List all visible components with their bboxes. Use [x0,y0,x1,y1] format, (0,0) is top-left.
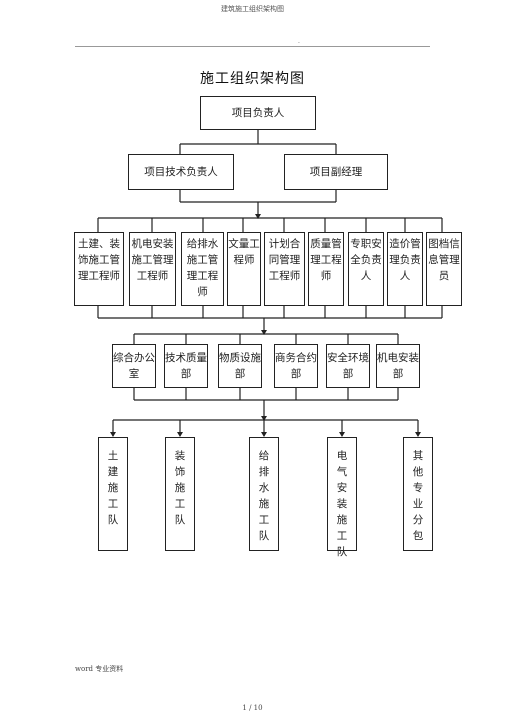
engineer-box: 专职安全负责人 [348,232,384,306]
department-label: 安全环境部 [327,352,369,380]
engineer-label: 计划合同管理工程师 [268,238,301,282]
header-rule [75,46,430,47]
team-box: 装饰施工队 [165,437,195,551]
department-label: 机电安装部 [377,352,419,380]
project-manager-box: 项目负责人 [200,96,316,130]
department-box: 机电安装部 [376,344,420,388]
department-label: 商务合约部 [275,352,317,380]
tech-lead-box: 项目技术负责人 [128,154,234,190]
engineer-box: 计划合同管理工程师 [264,232,305,306]
team-label: 给排水施工队 [258,450,270,542]
tech-lead-label: 项目技术负责人 [144,166,218,178]
department-label: 物质设施部 [219,352,261,380]
engineer-label: 文量工程师 [228,238,260,266]
department-label: 技术质量部 [165,352,207,380]
engineer-label: 图档信息管理员 [428,238,460,282]
arrowhead [339,432,345,437]
arrowhead [255,214,261,219]
engineer-box: 给排水施工管理工程师 [181,232,224,306]
page-number: 1 / 10 [242,704,263,712]
team-box: 电气安装施工队 [327,437,357,558]
department-box: 安全环境部 [326,344,370,388]
engineer-box: 文量工程师 [227,232,261,306]
department-box: 物质设施部 [218,344,262,388]
engineer-label: 造价管理负责人 [389,238,421,282]
engineer-box: 机电安装施工管理工程师 [129,232,176,306]
header-dot: . [298,38,300,45]
team-box: 给排水施工队 [249,437,279,551]
engineer-box: 土建、装饰施工管理工程师 [74,232,124,306]
footer-source-label: word 专业资料 [75,665,124,673]
engineer-label: 机电安装施工管理工程师 [131,238,174,282]
engineer-box: 图档信息管理员 [426,232,462,306]
deputy-manager-box: 项目副经理 [284,154,388,190]
engineer-box: 质量管理工程师 [308,232,344,306]
engineer-label: 土建、装饰施工管理工程师 [78,238,120,282]
diagram-title: 施工组织架构图 [200,71,305,87]
team-label: 其他专业分包 [412,450,424,542]
engineer-box: 造价管理负责人 [387,232,423,306]
project-manager-label: 项目负责人 [231,107,285,119]
arrowhead [415,432,421,437]
arrowhead [261,416,267,421]
arrowhead [261,432,267,437]
deputy-manager-label: 项目副经理 [309,166,363,178]
team-box: 土建施工队 [98,437,128,551]
document-header-title: 建筑施工组织架构图 [221,5,284,13]
team-label: 电气安装施工队 [336,450,348,558]
engineer-label: 专职安全负责人 [350,238,382,282]
arrowhead [110,432,116,437]
department-box: 综合办公室 [112,344,156,388]
team-box: 其他专业分包 [403,437,433,551]
department-box: 商务合约部 [274,344,318,388]
team-label: 土建施工队 [107,450,119,526]
engineer-label: 给排水施工管理工程师 [186,238,219,298]
team-label: 装饰施工队 [174,450,186,526]
department-box: 技术质量部 [164,344,208,388]
engineer-label: 质量管理工程师 [310,238,342,282]
arrowhead [177,432,183,437]
department-label: 综合办公室 [113,352,155,380]
arrowhead [261,330,267,335]
